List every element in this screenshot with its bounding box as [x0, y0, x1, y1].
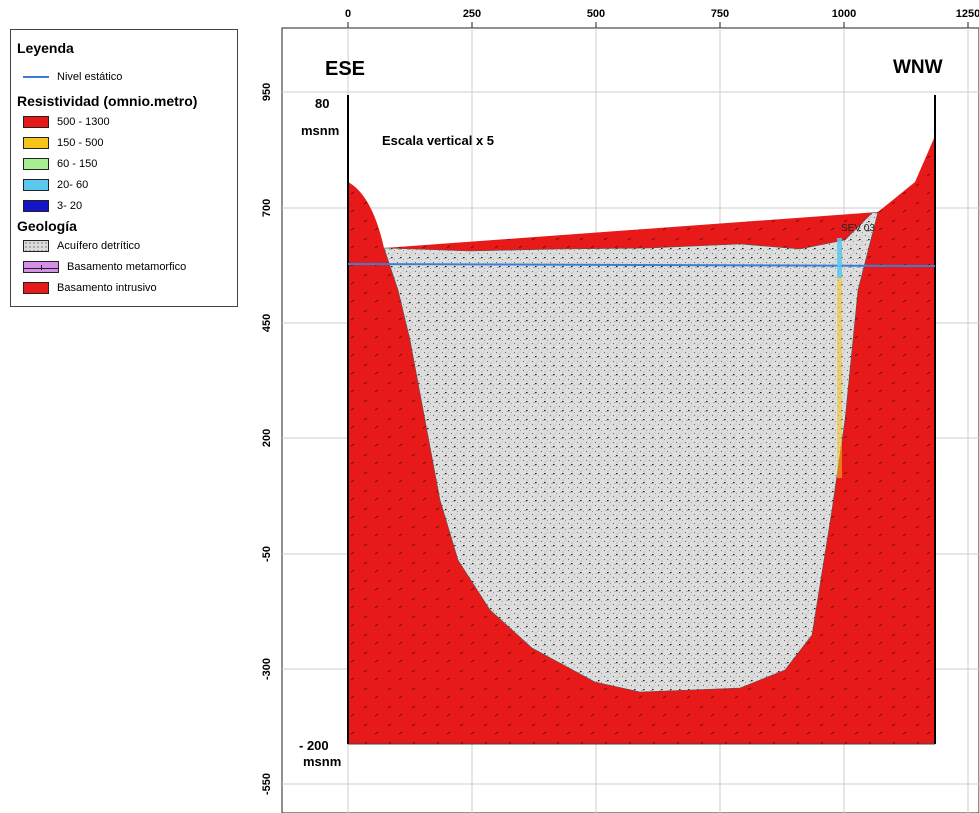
y-tick-label: -300 — [261, 658, 273, 680]
bottom-elevation-unit: msnm — [303, 754, 341, 769]
legend-label: Acuífero detrítico — [57, 240, 141, 252]
color-swatch — [23, 137, 49, 149]
sev-log-deep — [837, 278, 842, 478]
vertical-scale-note: Escala vertical x 5 — [382, 133, 494, 148]
x-tick-marks — [347, 22, 969, 28]
legend-item-resistivity: 60 - 150 — [23, 157, 97, 171]
legend-item-resistivity: 500 - 1300 — [23, 115, 110, 129]
legend-item-geology: Basamento metamorfico — [23, 260, 186, 274]
x-tick-label: 1000 — [832, 8, 856, 20]
color-swatch — [23, 200, 49, 212]
x-tick-label: 250 — [463, 8, 481, 20]
water-table-line-swatch — [23, 76, 49, 78]
legend-label: 60 - 150 — [57, 158, 98, 170]
y-tick-label: 450 — [261, 314, 273, 332]
legend-item-geology: Acuífero detrítico — [23, 239, 140, 253]
legend-item-static-level: Nivel estático — [23, 70, 122, 84]
x-tick-label: 500 — [587, 8, 605, 20]
x-tick-label: 1250 — [956, 8, 979, 20]
legend-item-resistivity: 3- 20 — [23, 199, 82, 213]
legend-geology-title: Geología — [17, 218, 77, 234]
legend-label: 3- 20 — [57, 200, 83, 212]
legend-label: 150 - 500 — [57, 137, 104, 149]
legend-label: Nivel estático — [57, 71, 123, 83]
top-elevation-value: 80 — [315, 96, 329, 111]
legend-item-geology: Basamento intrusivo — [23, 281, 157, 295]
y-tick-label: 700 — [261, 199, 273, 217]
y-tick-label: 200 — [261, 429, 273, 447]
legend-label: 500 - 1300 — [57, 116, 110, 128]
legend-label: 20- 60 — [57, 179, 89, 191]
color-swatch — [23, 116, 49, 128]
y-tick-label: 950 — [261, 83, 273, 101]
x-tick-label: 750 — [711, 8, 729, 20]
legend-title: Leyenda — [17, 40, 74, 56]
left-direction-label: ESE — [325, 58, 365, 80]
y-tick-label: -50 — [261, 546, 273, 562]
legend-label: Basamento intrusivo — [57, 282, 157, 294]
legend-resistivity-title: Resistividad (omnio.metro) — [17, 93, 198, 109]
top-elevation-unit: msnm — [301, 123, 339, 138]
right-direction-label: WNW — [893, 57, 943, 78]
sev-log-shallow — [837, 238, 842, 278]
pattern-swatch — [23, 261, 59, 273]
pattern-swatch — [23, 282, 49, 294]
x-tick-label: 0 — [345, 8, 351, 20]
color-swatch — [23, 158, 49, 170]
legend-panel: Leyenda Nivel estático Resistividad (omn… — [10, 29, 238, 307]
bottom-elevation-value: - 200 — [299, 738, 329, 753]
legend-item-resistivity: 150 - 500 — [23, 136, 103, 150]
detrital-aquifer-body — [383, 211, 879, 693]
sounding-label: SEV 03 — [841, 223, 875, 234]
pattern-swatch — [23, 240, 49, 252]
y-tick-label: -550 — [261, 773, 273, 795]
legend-item-resistivity: 20- 60 — [23, 178, 88, 192]
legend-label: Basamento metamorfico — [67, 261, 187, 273]
color-swatch — [23, 179, 49, 191]
